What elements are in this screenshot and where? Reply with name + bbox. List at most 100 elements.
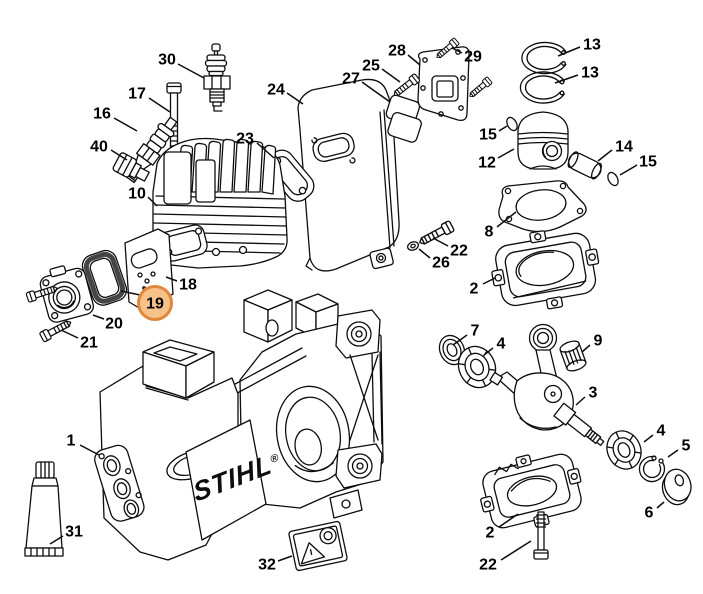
leader-line [361, 81, 391, 103]
leader-line [619, 164, 638, 176]
part-cylinder [152, 137, 288, 269]
part-label-18[interactable]: 18 [165, 276, 197, 294]
part-label-25[interactable]: 25 [362, 58, 401, 83]
part-label-12[interactable]: 12 [478, 148, 515, 172]
part-wrist-pin [567, 151, 602, 180]
part-number-text: 5 [682, 438, 691, 455]
part-number-text: 13 [583, 37, 601, 54]
part-number-text: 31 [65, 524, 83, 541]
leader-line [79, 444, 100, 456]
part-label-16[interactable]: 16 [93, 106, 138, 132]
leader-line [498, 125, 508, 132]
part-bolt-muffler [416, 219, 456, 249]
part-number-text: 15 [639, 154, 657, 171]
part-label-15[interactable]: 15 [479, 125, 508, 144]
part-muffler-plate [417, 46, 470, 121]
part-number-text: 7 [471, 323, 480, 340]
highlight-circle[interactable] [137, 285, 173, 321]
part-muffler [297, 78, 400, 272]
part-label-28[interactable]: 28 [388, 43, 421, 66]
part-snap-ring [638, 455, 666, 483]
part-label-27[interactable]: 27 [342, 71, 391, 103]
part-label-13[interactable]: 13 [557, 37, 601, 57]
part-number-text: 17 [128, 86, 146, 103]
part-label-19[interactable]: 19 [120, 285, 173, 321]
part-number-text: 15 [479, 127, 497, 144]
part-cylinder-gasket [498, 180, 587, 233]
leader-line [49, 535, 64, 545]
part-label-17[interactable]: 17 [128, 86, 171, 113]
part-label-4[interactable]: 4 [643, 423, 666, 443]
part-label-8[interactable]: 8 [485, 211, 517, 241]
part-number-text: 21 [80, 335, 98, 352]
part-crankcase-left-shell: STIHL® [94, 339, 281, 561]
leader-line [498, 513, 519, 528]
part-label-22[interactable]: 22 [479, 540, 532, 574]
part-label-4[interactable]: 4 [483, 336, 506, 356]
part-warning-label [288, 520, 348, 572]
part-number-text: 6 [645, 505, 654, 522]
part-label-15[interactable]: 15 [619, 154, 657, 176]
leader-line [554, 74, 579, 84]
part-label-26[interactable]: 26 [418, 248, 450, 272]
part-label-1[interactable]: 1 [67, 433, 100, 456]
part-number-text: 19 [146, 296, 164, 313]
leader-line [581, 344, 591, 353]
part-label-10[interactable]: 10 [128, 186, 158, 207]
leader-line [418, 248, 431, 259]
part-spark-plug [203, 43, 231, 112]
part-number-text: 25 [362, 58, 380, 75]
part-washer-disc [661, 468, 692, 506]
part-label-31[interactable]: 31 [49, 524, 83, 545]
part-number-text: 22 [450, 243, 468, 260]
part-label-13[interactable]: 13 [554, 65, 599, 84]
leader-line [113, 117, 138, 132]
leader-line [120, 290, 141, 296]
part-label-6[interactable]: 6 [645, 501, 665, 522]
leader-line [496, 211, 517, 228]
part-label-5[interactable]: 5 [667, 438, 691, 458]
part-label-32[interactable]: 32 [258, 555, 293, 574]
part-label-29[interactable]: 29 [451, 47, 482, 66]
part-number-text: 20 [105, 316, 123, 333]
part-label-2[interactable]: 2 [470, 277, 496, 298]
part-label-14[interactable]: 14 [597, 139, 633, 162]
leader-line [597, 149, 613, 162]
part-number-text: 1 [67, 433, 76, 450]
part-number-text: 12 [478, 155, 496, 172]
leader-line [557, 46, 581, 57]
leader-line [497, 148, 515, 159]
leader-line [110, 149, 128, 161]
part-label-24[interactable]: 24 [267, 82, 304, 105]
part-number-text: 4 [657, 423, 666, 440]
part-label-7[interactable]: 7 [452, 323, 480, 346]
part-needle-bearing [559, 340, 587, 372]
part-number-text: 27 [342, 71, 360, 88]
part-piston [517, 111, 569, 170]
part-sealant-tube [24, 461, 64, 557]
part-label-23[interactable]: 23 [236, 131, 275, 159]
part-label-9[interactable]: 9 [581, 333, 603, 353]
leader-line [381, 68, 401, 83]
leader-line [177, 63, 205, 79]
part-label-40[interactable]: 40 [90, 139, 128, 161]
leader-line [165, 276, 178, 282]
leader-line [451, 47, 463, 54]
part-label-22[interactable]: 22 [432, 237, 468, 260]
part-label-2[interactable]: 2 [486, 513, 519, 542]
leader-line [60, 329, 79, 339]
part-screw-plate [466, 76, 493, 101]
part-label-3[interactable]: 3 [575, 385, 598, 406]
part-piston-ring-bottom [519, 71, 565, 104]
leader-line [482, 277, 496, 285]
part-number-text: 10 [128, 186, 146, 203]
part-number-text: 9 [594, 333, 603, 350]
part-number-text: 28 [388, 43, 406, 60]
part-number-text: 2 [486, 525, 495, 542]
part-label-21[interactable]: 21 [60, 329, 98, 352]
leader-line [643, 434, 654, 443]
part-label-20[interactable]: 20 [92, 314, 123, 333]
part-label-30[interactable]: 30 [158, 52, 205, 79]
